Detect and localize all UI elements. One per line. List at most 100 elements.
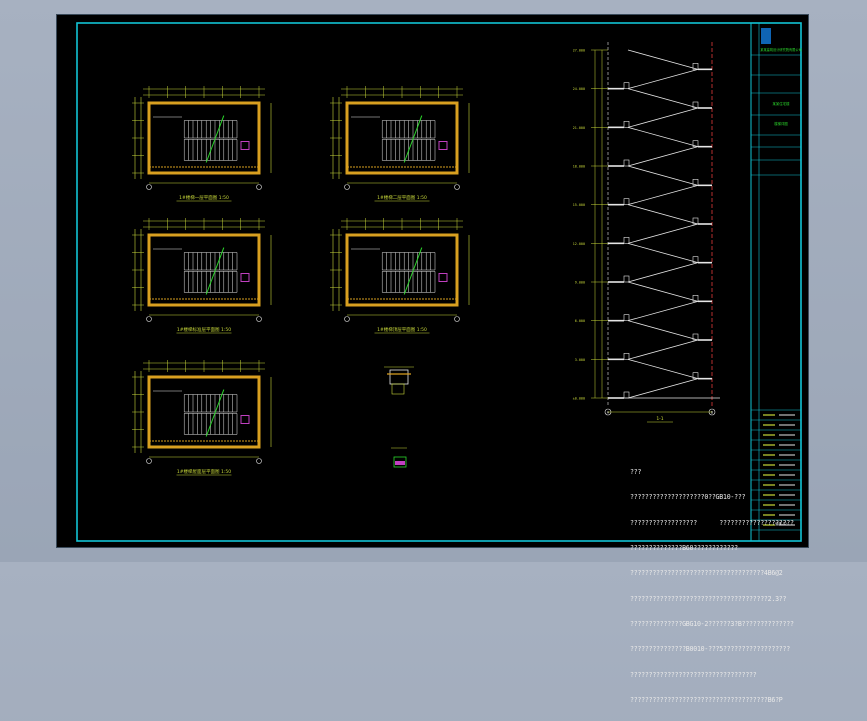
break-line	[403, 115, 423, 163]
level-label: 18.000	[573, 165, 585, 169]
beam	[692, 179, 699, 186]
break-line	[205, 247, 225, 295]
stair-flight	[627, 204, 699, 225]
column-marker	[240, 273, 250, 282]
beam	[692, 372, 699, 379]
stair-flight	[627, 223, 699, 244]
drawing-number: 结施-12	[775, 521, 787, 526]
notes-line: ???????????????B0010-???5???????????????…	[630, 645, 790, 654]
stair-flight	[627, 49, 699, 70]
notes-line: ????????????????????0??GB10-???	[630, 493, 746, 502]
title-block-frame	[750, 22, 802, 542]
project-name: 某某住宅楼	[773, 101, 791, 106]
axis-bubble-label: B	[711, 411, 714, 415]
notes-line: ????????????????????????????????????4B6@…	[630, 569, 783, 578]
general-notes: ??? ????????????????????0??GB10-??? ????…	[630, 451, 806, 721]
plan-label: 1#楼梯屋面层平面图 1:50	[177, 468, 231, 475]
beam	[692, 63, 699, 70]
stair-flight	[627, 320, 699, 341]
beam	[623, 82, 630, 89]
company-logo	[761, 28, 771, 44]
beam	[692, 295, 699, 302]
axis-bubble	[256, 184, 262, 190]
level-label: 15.000	[573, 203, 585, 207]
axis-bubble	[146, 316, 152, 322]
stair-plan: 1#楼梯一层平面图 1:50	[132, 86, 272, 202]
detail-outline	[389, 369, 409, 385]
detail-outline	[393, 456, 407, 468]
beam	[692, 101, 699, 109]
stair-flight	[627, 358, 699, 380]
drawing-name: 楼梯详图	[774, 121, 788, 126]
axis-bubble-label: A	[607, 411, 610, 415]
stair-flight	[627, 68, 699, 90]
level-label: 24.000	[573, 87, 585, 91]
beam	[692, 217, 699, 225]
plan-label: 1#楼梯标准层平面图 1:50	[177, 326, 231, 333]
cad-drawing-canvas[interactable]: 1#楼梯一层平面图 1:50 1#楼梯二层平面图 1:50 1#楼梯标准层平面图 1…	[57, 15, 810, 549]
break-line	[403, 247, 423, 295]
plan-label: 1#楼梯顶层平面图 1:50	[377, 326, 427, 333]
company-name: 某某建筑设计研究院有限公司	[760, 47, 801, 52]
column-marker	[438, 273, 448, 282]
notes-line: ??????????????GBG10-2??????3?B??????????…	[630, 619, 794, 628]
wall-hatch	[346, 298, 458, 306]
stair-flight	[627, 146, 699, 167]
stair-plan: 1#楼梯屋面层平面图 1:50	[132, 360, 272, 476]
stair-section: ±0.000 3.000 6.000 9.000 12.000 15.000 18.000 2…	[573, 42, 720, 423]
axis-bubble	[454, 184, 460, 190]
notes-title: ???	[630, 467, 642, 476]
beam	[623, 275, 630, 283]
beam	[623, 159, 630, 167]
notes-line: ??????????????B60????????????	[630, 543, 738, 552]
notes-line: ?????????????????? ????????????????????	[630, 518, 794, 527]
level-label: 21.000	[573, 126, 585, 130]
wall-hatch	[148, 440, 260, 448]
axis-bubble	[344, 184, 350, 190]
level-label: 27.000	[573, 49, 585, 53]
stair-plan: 1#楼梯二层平面图 1:50	[330, 86, 470, 202]
plan-label: 1#楼梯二层平面图 1:50	[377, 194, 427, 201]
beam	[623, 121, 630, 128]
drawing-sheet: 1#楼梯一层平面图 1:50 1#楼梯二层平面图 1:50 1#楼梯标准层平面图 1…	[56, 14, 810, 704]
notes-line: ??????????????????????????????????	[630, 670, 757, 679]
stair-flight	[627, 242, 699, 264]
beam	[623, 237, 630, 244]
column-marker	[240, 141, 250, 150]
beam	[623, 353, 630, 360]
level-label: 9.000	[575, 281, 585, 285]
break-line	[205, 115, 225, 163]
level-label: 6.000	[575, 319, 585, 323]
detail-fill	[395, 461, 405, 465]
detail-section-b	[391, 447, 407, 468]
level-label: 12.000	[573, 242, 585, 246]
wall-hatch	[148, 298, 260, 306]
detail-outline	[391, 383, 405, 395]
column-marker	[240, 415, 250, 424]
stair-flight	[627, 339, 699, 360]
level-label: ±0.000	[573, 397, 585, 401]
axis-bubble	[256, 316, 262, 322]
stair-flight	[627, 378, 699, 399]
beam	[692, 256, 699, 263]
stair-plan: 1#楼梯标准层平面图 1:50	[132, 218, 272, 334]
wall-hatch	[346, 166, 458, 174]
stair-flight	[627, 165, 699, 186]
column-marker	[438, 141, 448, 150]
beam	[692, 333, 699, 341]
section-label: 1-1	[656, 416, 663, 422]
stair-flight	[627, 126, 699, 148]
stair-flight	[627, 262, 699, 283]
stair-plan: 1#楼梯顶层平面图 1:50	[330, 218, 470, 334]
wall-hatch	[148, 166, 260, 174]
stair-flight	[627, 88, 699, 109]
axis-bubble	[454, 316, 460, 322]
axis-bubble	[146, 184, 152, 190]
stair-flight	[627, 107, 699, 128]
level-label: 3.000	[575, 358, 585, 362]
axis-bubble	[146, 458, 152, 464]
break-line	[205, 389, 225, 437]
beam	[623, 391, 630, 399]
notes-line: ?????????????????????????????????????2.3…	[630, 594, 787, 603]
